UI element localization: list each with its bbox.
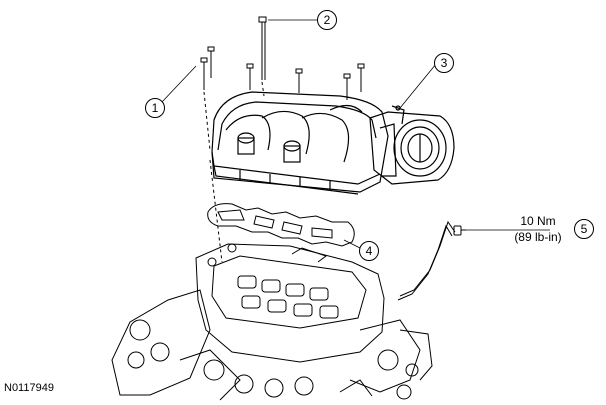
callout-4-label: 4 — [366, 244, 373, 258]
callout-1-label: 1 — [152, 101, 159, 115]
callout-3: 3 — [434, 53, 454, 73]
callout-2-label: 2 — [324, 13, 331, 27]
bolt — [258, 16, 267, 80]
callout-4: 4 — [359, 241, 379, 261]
callout-5: 5 — [574, 219, 594, 239]
upper-intake-manifold — [211, 91, 389, 195]
tube-bolt — [453, 225, 466, 236]
bolt — [343, 73, 351, 100]
callout-3-label: 3 — [441, 56, 448, 70]
bolt — [295, 68, 303, 93]
callout-1: 1 — [145, 98, 165, 118]
intake-manifold-gasket — [207, 203, 355, 247]
torque-imperial: (89 lb-in) — [514, 230, 562, 244]
bolt — [200, 57, 208, 90]
callout-2: 2 — [317, 10, 337, 30]
figure-id: N0117949 — [4, 382, 54, 394]
manifold-bolts — [200, 16, 365, 100]
lower-engine-assembly — [111, 243, 433, 401]
throttle-body — [369, 105, 455, 185]
alignment-lines — [203, 81, 265, 263]
callout-5-label: 5 — [581, 222, 588, 236]
pcv-tube — [397, 220, 456, 301]
bolt — [207, 46, 215, 78]
torque-metric: 10 Nm — [520, 214, 556, 228]
bolt — [357, 63, 365, 92]
leader-lines — [161, 19, 550, 249]
bolt — [246, 63, 254, 90]
